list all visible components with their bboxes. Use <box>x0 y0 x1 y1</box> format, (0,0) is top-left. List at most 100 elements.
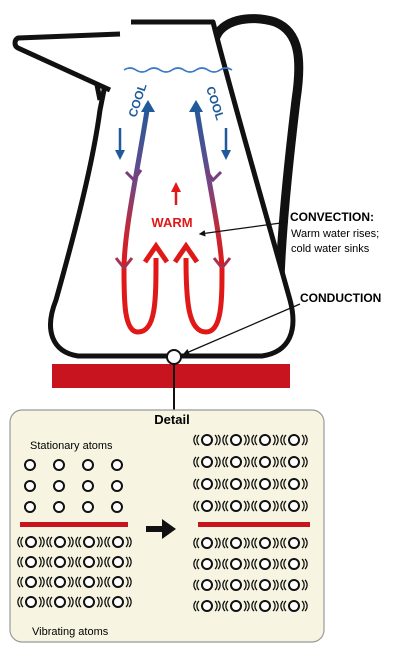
vibration-mark <box>96 536 100 548</box>
vibration-mark <box>196 579 200 591</box>
vibration-mark <box>196 456 200 468</box>
vibration-mark <box>301 579 305 591</box>
vibration-mark <box>128 556 132 568</box>
vibration-mark <box>272 600 276 612</box>
vibrating-atoms-label: Vibrating atoms <box>32 626 109 638</box>
vibrating-atom <box>230 537 242 549</box>
vibration-mark <box>217 600 221 612</box>
vibration-mark <box>49 576 53 588</box>
vibration-mark <box>246 456 250 468</box>
vibration-mark <box>275 478 279 490</box>
vibration-mark <box>78 576 82 588</box>
vibrating-atom <box>288 456 300 468</box>
vibrating-atom <box>25 536 37 548</box>
vibrating-atom <box>288 537 300 549</box>
vibration-mark <box>243 600 247 612</box>
vibration-mark <box>214 500 218 512</box>
vibrating-atom <box>288 579 300 591</box>
vibration-mark <box>225 434 229 446</box>
vibration-mark <box>304 600 308 612</box>
vibrating-atom <box>230 456 242 468</box>
vibration-mark <box>251 558 255 570</box>
vibration-mark <box>304 558 308 570</box>
vibrating-atom <box>201 600 213 612</box>
stationary-atom <box>111 501 123 513</box>
vibration-mark <box>99 576 103 588</box>
vibrating-atom <box>25 556 37 568</box>
stationary-atom <box>111 480 123 492</box>
left-warm-loop <box>121 257 159 335</box>
vibration-mark <box>304 456 308 468</box>
vibration-mark <box>254 579 258 591</box>
vibrating-atom <box>25 576 37 588</box>
vibration-mark <box>193 558 197 570</box>
vibration-mark <box>193 600 197 612</box>
vibration-mark <box>222 500 226 512</box>
vibration-mark <box>243 434 247 446</box>
vibration-mark <box>283 579 287 591</box>
vibration-mark <box>251 478 255 490</box>
vibration-mark <box>107 596 111 608</box>
conduction-label: CONDUCTION <box>300 291 381 305</box>
vibration-mark <box>225 558 229 570</box>
vibration-mark <box>225 500 229 512</box>
vibration-mark <box>70 556 74 568</box>
vibration-mark <box>125 556 129 568</box>
vibration-mark <box>251 579 255 591</box>
vibration-mark <box>17 576 21 588</box>
vibration-mark <box>49 536 53 548</box>
vibration-mark <box>125 576 129 588</box>
vibration-mark <box>251 537 255 549</box>
convection-line2: cold water sinks <box>291 243 370 255</box>
vibration-mark <box>214 600 218 612</box>
stationary-atom <box>24 501 36 513</box>
vibrating-atom <box>288 478 300 490</box>
vibration-mark <box>214 537 218 549</box>
vibration-mark <box>254 500 258 512</box>
vibration-mark <box>193 500 197 512</box>
vibrating-atom <box>230 600 242 612</box>
convection-pointer <box>198 221 289 237</box>
vibration-mark <box>301 600 305 612</box>
vibration-mark <box>272 579 276 591</box>
vibration-mark <box>280 478 284 490</box>
vibration-mark <box>222 600 226 612</box>
left-cool-current <box>121 103 151 271</box>
vibration-mark <box>301 434 305 446</box>
vibration-mark <box>128 576 132 588</box>
vibration-mark <box>193 537 197 549</box>
vibration-mark <box>196 478 200 490</box>
vibration-mark <box>214 456 218 468</box>
vibration-mark <box>243 478 247 490</box>
vibration-mark <box>222 434 226 446</box>
vibration-mark <box>70 596 74 608</box>
vibration-mark <box>283 558 287 570</box>
vibration-mark <box>217 434 221 446</box>
vibration-mark <box>254 456 258 468</box>
vibration-mark <box>196 558 200 570</box>
vibration-mark <box>251 434 255 446</box>
vibration-mark <box>96 596 100 608</box>
vibration-mark <box>20 556 24 568</box>
vibrating-atom <box>83 576 95 588</box>
vibration-mark <box>301 478 305 490</box>
vibration-mark <box>304 434 308 446</box>
vibration-mark <box>104 576 108 588</box>
vibration-mark <box>272 558 276 570</box>
vibration-mark <box>280 600 284 612</box>
vibrating-atom <box>83 596 95 608</box>
vibration-mark <box>280 500 284 512</box>
vibration-mark <box>280 434 284 446</box>
vibration-mark <box>275 579 279 591</box>
convection-title: CONVECTION: <box>290 210 374 224</box>
vibrating-atom <box>25 596 37 608</box>
vibration-mark <box>214 434 218 446</box>
vibration-mark <box>251 500 255 512</box>
vibration-mark <box>107 576 111 588</box>
vibrating-atom <box>54 576 66 588</box>
vibration-mark <box>275 434 279 446</box>
vibrating-atom <box>259 434 271 446</box>
water-surface <box>123 67 233 73</box>
vibration-mark <box>272 434 276 446</box>
vibration-mark <box>280 537 284 549</box>
